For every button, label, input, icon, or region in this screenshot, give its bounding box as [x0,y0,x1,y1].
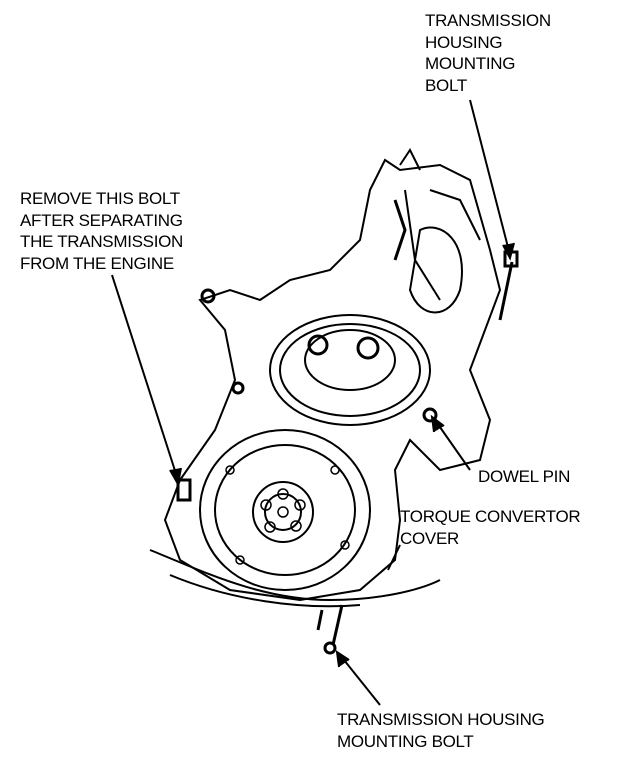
bolts [176,250,519,655]
label-line: REMOVE THIS BOLT [20,189,180,208]
label-line: THE TRANSMISSION [20,232,184,251]
label-line: TRANSMISSION HOUSING [337,710,545,729]
transmission-housing [163,158,502,602]
label-line: HOUSING [425,32,503,52]
label-remove-bolt: REMOVE THIS BOLT AFTER SEPARATING THE TRAN… [20,188,183,274]
label-line: MOUNTING BOLT [337,731,474,751]
drive-plate [199,429,371,591]
label-torque-converter-cover: TORQUE CONVERTOR COVER [400,506,581,549]
label-dowel-pin: DOWEL PIN [478,467,571,486]
label-line: TRANSMISSION [425,11,551,30]
label-line: MOUNTING [425,54,516,73]
label-line: TORQUE CONVERTOR [400,507,581,526]
label-line: COVER [400,528,459,548]
label-bottom-mounting-bolt: TRANSMISSION HOUSING MOUNTING BOLT [337,709,545,752]
label-line: AFTER SEPARATING [20,210,183,230]
label-top-mounting-bolt: TRANSMISSION HOUSING MOUNTING BOLT [425,10,551,96]
torque-converter [269,314,431,426]
leader-lines [111,99,515,706]
label-line: BOLT [425,75,467,95]
label-line: FROM THE ENGINE [20,253,174,273]
